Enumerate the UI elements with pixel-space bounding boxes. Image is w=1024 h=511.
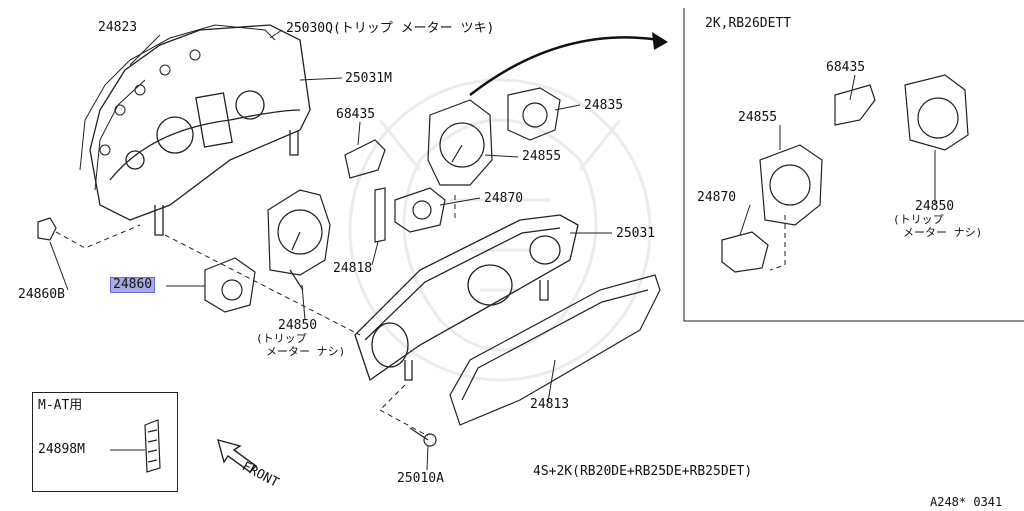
inset-part-label-24850[interactable]: 24850 — [915, 199, 955, 214]
part-label-24898m[interactable]: 24898M — [38, 442, 85, 457]
inset-part-label-68435[interactable]: 68435 — [826, 60, 866, 75]
part-label-24823[interactable]: 24823 — [98, 20, 138, 35]
part-label-24855[interactable]: 24855 — [522, 149, 562, 164]
leader-lines — [49, 29, 936, 471]
arrow-to-inset — [469, 36, 661, 96]
part-label-24870[interactable]: 24870 — [484, 191, 524, 206]
meter-cover-25031 — [354, 214, 579, 382]
meter-glass-24813 — [449, 274, 661, 426]
diagram-reference: A248* 0341 — [930, 495, 1003, 509]
meter-housing-25030q — [89, 24, 311, 236]
bulb-24860b — [37, 217, 57, 241]
printed-circuit-24823 — [79, 24, 276, 191]
part-label-25030q[interactable]: 25030Q(トリップ メーター ツキ) — [286, 21, 495, 36]
part-label-25010a[interactable]: 25010A — [397, 471, 444, 486]
part-label-68435[interactable]: 68435 — [336, 107, 376, 122]
watermark-emblem — [348, 78, 652, 382]
part-label-24813[interactable]: 24813 — [530, 397, 570, 412]
inset-right-title: 2K,RB26DETT — [705, 16, 792, 31]
screw-25010a — [409, 427, 437, 447]
front-arrow-icon — [217, 439, 258, 473]
tachometer-24855 — [427, 99, 493, 186]
inset-frame-right — [683, 8, 1024, 322]
connector-24898m — [144, 419, 161, 473]
plate-24818 — [374, 187, 386, 243]
part-label-24860-highlighted[interactable]: 24860 — [109, 277, 156, 293]
part-label-24850[interactable]: 24850 — [278, 318, 318, 333]
inset-part-note-24850-line1: (トリップ — [893, 213, 944, 226]
inset-part-label-24855[interactable]: 24855 — [738, 110, 778, 125]
part-label-25031[interactable]: 25031 — [616, 226, 656, 241]
part-label-24860b[interactable]: 24860B — [18, 287, 65, 302]
arrow-to-inset-head — [652, 32, 668, 50]
inset-matic-title: M-AT用 — [38, 398, 83, 413]
part-label-24835[interactable]: 24835 — [584, 98, 624, 113]
inset-parts-drawing — [721, 74, 969, 273]
variant-note: 4S+2K(RB20DE+RB25DE+RB25DET) — [533, 464, 753, 479]
gauge-24860 — [204, 257, 256, 313]
gauge-24870 — [394, 187, 446, 233]
assembly-dashed-lines — [55, 195, 786, 437]
inset-part-label-24870[interactable]: 24870 — [697, 190, 737, 205]
part-label-25031m[interactable]: 25031M — [345, 71, 392, 86]
part-note-24850-line1: (トリップ — [256, 332, 307, 345]
speedometer-24850 — [267, 189, 331, 291]
part-label-24818[interactable]: 24818 — [333, 261, 373, 276]
inset-part-note-24850-line2: メーター ナシ) — [903, 226, 983, 239]
gauge-24835 — [507, 87, 561, 141]
inset-frame-matic — [32, 392, 178, 492]
part-note-24850-line2: メーター ナシ) — [266, 345, 346, 358]
bracket-68435 — [344, 139, 386, 179]
